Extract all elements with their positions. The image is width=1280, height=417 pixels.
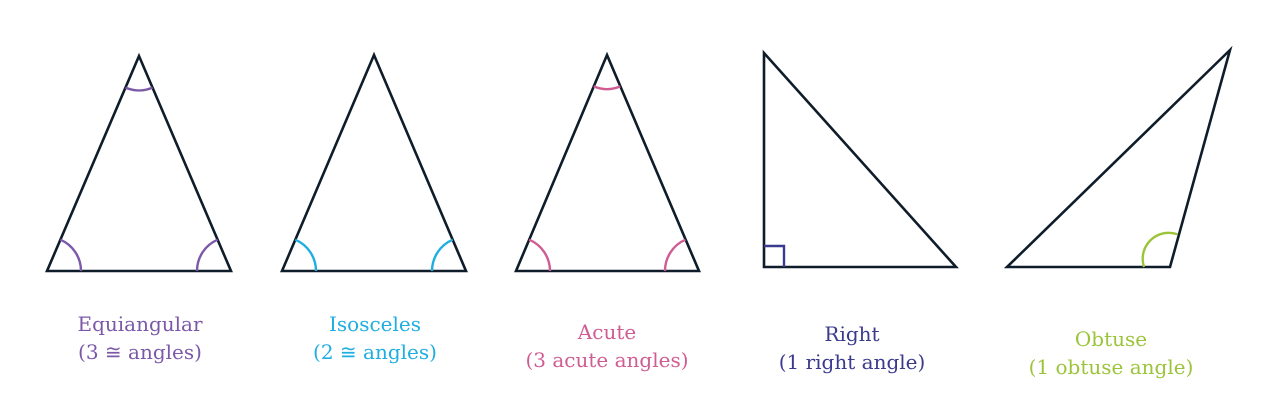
obtuse-caption: Obtuse (1 obtuse angle) bbox=[1001, 325, 1221, 381]
right-triangle-outline bbox=[762, 49, 959, 269]
obtuse-detail: (1 obtuse angle) bbox=[1028, 355, 1194, 379]
acute-triangle-outline bbox=[514, 51, 701, 273]
acute-left-angle-arc bbox=[528, 238, 552, 272]
right-caption: Right (1 right angle) bbox=[742, 320, 962, 376]
isosceles-right-angle-arc bbox=[430, 238, 454, 272]
obtuse-triangle bbox=[1003, 45, 1233, 269]
equiangular-triangle-outline bbox=[45, 52, 233, 273]
equiangular-left-angle-arc bbox=[59, 238, 83, 272]
acute-top-angle-arc bbox=[593, 85, 621, 91]
isosceles-left-angle-arc bbox=[294, 238, 318, 272]
equiangular-right-angle-arc bbox=[195, 238, 219, 272]
equiangular-detail: (3 ≅ angles) bbox=[78, 340, 202, 364]
acute-label: Acute bbox=[577, 320, 637, 344]
obtuse-label: Obtuse bbox=[1074, 327, 1148, 351]
right-detail: (1 right angle) bbox=[778, 350, 926, 374]
right-triangle bbox=[762, 49, 959, 269]
isosceles-label: Isosceles bbox=[328, 312, 421, 336]
right-label: Right bbox=[824, 322, 880, 346]
right-angle-square-marker bbox=[764, 244, 786, 267]
acute-caption: Acute (3 acute angles) bbox=[497, 318, 717, 374]
acute-detail: (3 acute angles) bbox=[525, 348, 689, 372]
equiangular-caption: Equiangular (3 ≅ angles) bbox=[30, 310, 250, 366]
acute-right-angle-arc bbox=[663, 238, 686, 272]
obtuse-triangle-outline bbox=[1003, 45, 1233, 269]
obtuse-angle-arc bbox=[1141, 231, 1178, 268]
equiangular-label: Equiangular bbox=[77, 312, 203, 336]
isosceles-detail: (2 ≅ angles) bbox=[313, 340, 437, 364]
acute-triangle bbox=[514, 51, 701, 273]
equiangular-top-angle-arc bbox=[125, 86, 153, 92]
isosceles-caption: Isosceles (2 ≅ angles) bbox=[265, 310, 485, 366]
equiangular-triangle bbox=[45, 52, 233, 273]
isosceles-triangle bbox=[280, 51, 468, 273]
isosceles-triangle-outline bbox=[280, 51, 468, 273]
